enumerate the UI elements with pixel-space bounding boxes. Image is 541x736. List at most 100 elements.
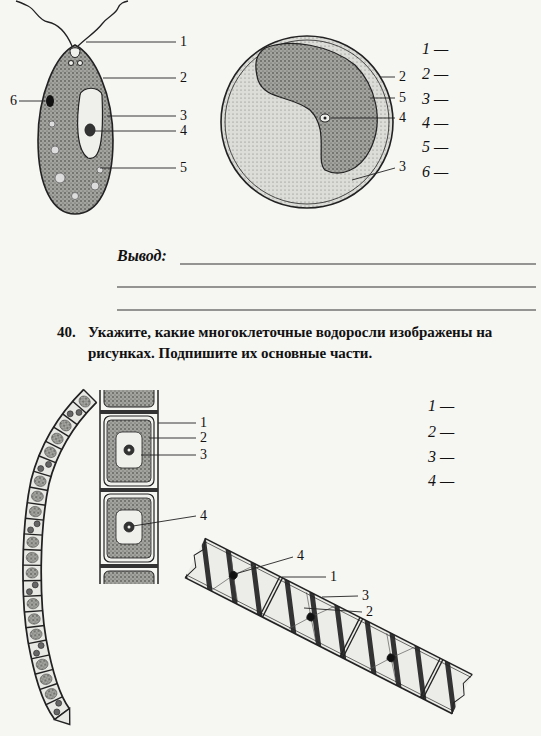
chloroplast <box>33 475 47 488</box>
ulothrix-filament <box>23 389 97 724</box>
callout-number: 1 <box>180 34 187 50</box>
answer-item: 5 — <box>422 138 448 156</box>
vesicle <box>51 146 59 154</box>
task-text: Укажите, какие многоклеточные водоросли … <box>88 322 533 364</box>
leader-line <box>107 116 176 117</box>
answer-item: 3 — <box>422 90 448 108</box>
task-number: 40. <box>57 322 76 343</box>
callout-number: 4 <box>297 548 304 564</box>
chloroplast <box>35 658 49 671</box>
chloroplast-band <box>397 646 444 699</box>
cross-wall <box>420 658 440 697</box>
cell-partial <box>104 390 154 407</box>
chlorella-figure <box>221 36 393 208</box>
leader-line <box>370 98 395 99</box>
cross-wall <box>343 619 363 658</box>
filament-body <box>185 538 472 713</box>
contractile-vacuole <box>69 61 74 66</box>
nucleus <box>320 114 330 122</box>
chloroplast <box>39 673 53 686</box>
nucleus <box>386 652 397 663</box>
answer-item: 2 — <box>428 423 454 441</box>
chloroplast <box>58 418 74 433</box>
answer-item: 6 — <box>422 163 448 181</box>
cytoplasm-strands <box>213 554 415 683</box>
leader-line <box>322 596 358 597</box>
leader-line <box>133 516 196 526</box>
nucleus <box>124 445 134 455</box>
nucleolus <box>128 449 131 452</box>
callout-number: 3 <box>180 108 187 124</box>
chloroplast <box>50 431 66 446</box>
answer-line <box>180 264 536 265</box>
zoospore <box>56 700 62 706</box>
zoospore <box>67 411 73 417</box>
leader-line <box>331 118 395 119</box>
cell-wall <box>38 45 113 214</box>
leader-line <box>235 557 293 574</box>
zoospore <box>54 709 60 715</box>
chloroplast <box>27 598 40 609</box>
callout-number: 1 <box>200 415 207 431</box>
chloroplast <box>29 628 42 640</box>
callout-number: 3 <box>399 159 406 175</box>
contractile-vacuole <box>78 61 83 66</box>
callout-number: 4 <box>200 508 207 524</box>
leader-line <box>95 131 176 132</box>
cell-partial <box>104 571 154 584</box>
cross-wall <box>33 471 51 476</box>
vesicle <box>91 182 99 190</box>
leader-lines <box>133 423 196 526</box>
callout-number: 5 <box>180 160 187 176</box>
cross-wall <box>35 669 53 674</box>
nucleus <box>124 522 134 532</box>
cell-membrane <box>225 40 389 204</box>
leader-lines <box>331 77 395 180</box>
chloroplast <box>29 506 42 518</box>
nucleus <box>85 124 95 136</box>
papilla <box>70 48 80 58</box>
zoospore <box>34 521 40 527</box>
leader-line <box>103 78 176 79</box>
zoospore <box>32 582 38 588</box>
broken-end <box>183 537 209 579</box>
chloroplast <box>256 43 377 173</box>
callout-number: 1 <box>330 569 337 585</box>
chloroplast-band <box>208 550 255 603</box>
side-wall <box>185 578 452 714</box>
leader-line <box>100 168 176 169</box>
leader-line <box>282 577 326 578</box>
filament-cells <box>23 389 97 724</box>
terminal-cell <box>54 708 69 724</box>
chloroplast <box>28 613 41 624</box>
leader-line <box>304 608 362 612</box>
spirogyra-filament <box>158 525 474 715</box>
side-wall <box>99 390 101 584</box>
zoospore <box>34 650 40 656</box>
chloroplast <box>77 394 93 410</box>
chloroplast <box>31 490 44 502</box>
leader-line <box>380 77 395 78</box>
cross-wall <box>29 487 48 490</box>
cross-wall <box>100 488 158 492</box>
side-wall <box>186 575 453 711</box>
callout-number: 2 <box>399 69 406 85</box>
spiral-chloroplasts <box>185 538 472 713</box>
chloroplast-band <box>292 593 339 646</box>
leader-lines <box>19 42 176 168</box>
nucleus <box>228 570 239 581</box>
leader-line <box>86 42 176 43</box>
chloroplast <box>107 498 151 558</box>
cross-wall <box>340 617 360 656</box>
leader-line <box>149 438 196 439</box>
zoospore <box>26 589 32 595</box>
chloroplast-band <box>233 563 280 616</box>
chloroplast <box>26 568 38 578</box>
cross-wall <box>100 410 158 414</box>
cytoplasm <box>116 510 142 544</box>
zoospore <box>76 409 82 415</box>
leader-line <box>158 423 196 424</box>
cross-wall <box>23 595 42 597</box>
cross-wall <box>423 660 443 699</box>
